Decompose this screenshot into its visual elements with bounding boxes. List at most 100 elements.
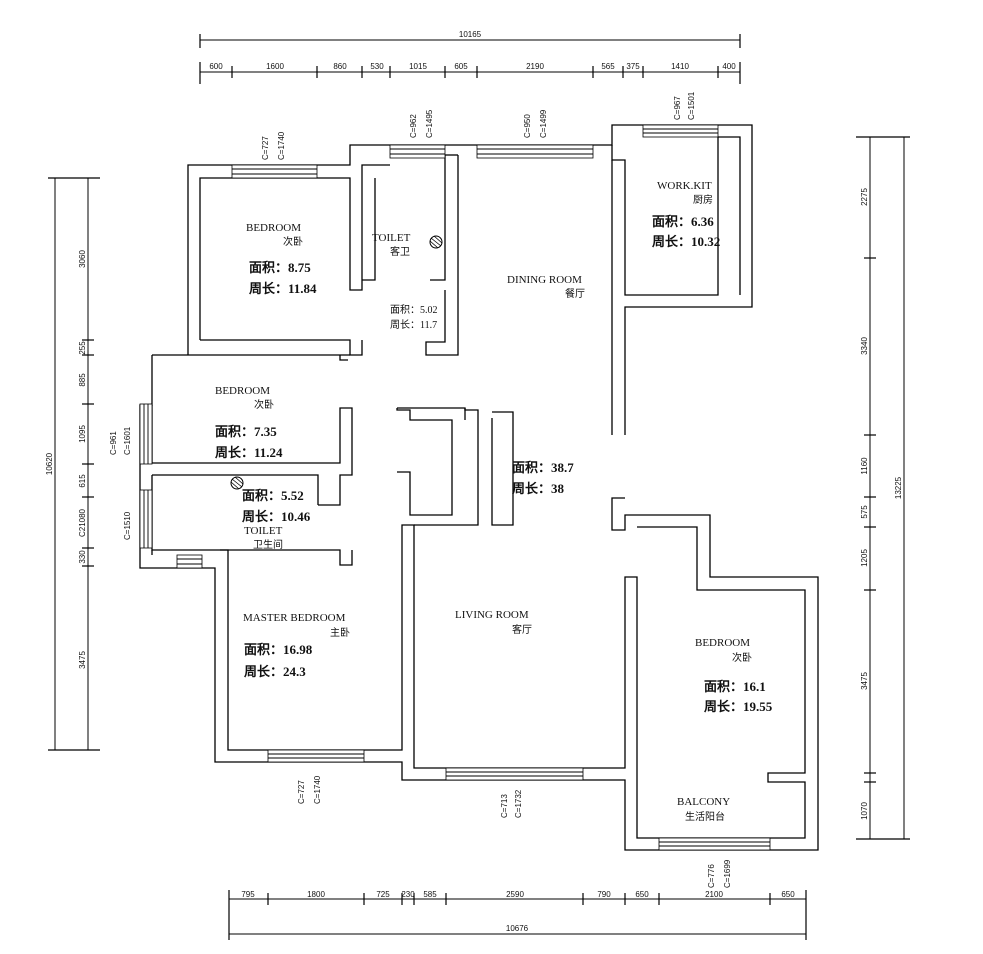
room-area: 面积：7.35 (215, 424, 277, 439)
window-sill-label: C=961 (109, 431, 118, 455)
bottom-seg-label: 650 (635, 890, 649, 899)
room-name-cn: 卫生间 (253, 538, 283, 551)
window-master (267, 749, 365, 763)
room-name-cn: 次卧 (283, 235, 303, 248)
bottom-seg-label: 725 (376, 890, 390, 899)
top-seg-label: 375 (626, 62, 640, 71)
room-bedroom-se: BEDROOM 次卧 面积：16.1 周长：19.55 (695, 637, 773, 714)
window-sill-label: C=776 (707, 864, 716, 888)
top-seg-label: 600 (209, 62, 223, 71)
left-seg-label: 615 (78, 474, 87, 488)
bottom-seg-label: 2590 (506, 890, 524, 899)
room-perimeter: 周长：24.3 (244, 664, 306, 679)
top-seg-label: 1600 (266, 62, 284, 71)
right-seg-label: 575 (860, 505, 869, 519)
window-height-label: C=1501 (687, 91, 696, 120)
bottom-total-label: 10676 (506, 924, 529, 933)
window-sill-label: C=727 (261, 136, 270, 160)
room-name-cn: 客卫 (390, 245, 410, 258)
right-seg-label: 2275 (860, 188, 869, 206)
window-toilet-w (139, 489, 153, 549)
window-height-label: C=1495 (425, 109, 434, 138)
top-seg-label: 605 (454, 62, 468, 71)
bottom-dimension-chain: 795 1800 725 230 585 2590 790 650 2100 6… (228, 890, 807, 940)
room-kitchen: WORK.KIT 厨房 面积：6.36 周长：10.32 (652, 180, 720, 249)
top-seg-label: 400 (722, 62, 736, 71)
window-height-label: C=1601 (123, 426, 132, 455)
room-toilet-w: 面积：5.52 周长：10.46 TOILET 卫生间 (242, 488, 311, 551)
window-annotations: C=727 C=1740 C=962 C=1495 C=950 C=1499 C… (109, 91, 732, 888)
window-balcony (658, 837, 771, 851)
window-height-label: C=1510 (123, 511, 132, 540)
room-name: TOILET (244, 525, 283, 537)
room-area: 面积：16.1 (704, 679, 766, 694)
room-living-stats: 面积：38.7 周长：38 (512, 460, 574, 496)
room-area: 面积：5.02 (390, 304, 438, 316)
top-seg-label: 1410 (671, 62, 689, 71)
room-name-cn: 次卧 (732, 651, 752, 664)
room-name-cn: 主卧 (330, 626, 350, 639)
window-kitchen (642, 124, 719, 138)
right-seg-label: 1205 (860, 549, 869, 567)
bottom-seg-label: 585 (423, 890, 437, 899)
top-total-label: 10165 (459, 30, 482, 39)
room-perimeter: 周长：11.24 (215, 445, 283, 460)
room-perimeter: 周长：11.84 (249, 281, 317, 296)
room-name: BALCONY (677, 796, 730, 808)
floor-drain-icon (230, 476, 244, 490)
room-area: 面积：6.36 (652, 214, 714, 229)
right-seg-label: 1070 (860, 802, 869, 820)
left-seg-label: 330 (78, 550, 87, 564)
room-balcony: BALCONY 生活阳台 (677, 796, 730, 823)
top-seg-label: 1015 (409, 62, 427, 71)
right-dimension-chain: 2275 3340 1160 575 1205 3475 1070 13225 (856, 136, 910, 840)
room-name: BEDROOM (246, 222, 301, 234)
room-living: LIVING ROOM 客厅 (455, 609, 532, 636)
room-master-bedroom: MASTER BEDROOM 主卧 面积：16.98 周长：24.3 (243, 612, 350, 679)
window-sill-label: C=962 (409, 114, 418, 138)
window-sill-label: C=727 (297, 780, 306, 804)
floor-drain-icon (429, 235, 443, 249)
window-bedroom-w (139, 403, 153, 465)
left-seg-label: 3475 (78, 651, 87, 669)
bottom-seg-label: 230 (401, 890, 415, 899)
room-area: 面积：8.75 (249, 260, 311, 275)
window-dining (476, 144, 594, 159)
bottom-seg-label: 1800 (307, 890, 325, 899)
left-seg-label: 255 (78, 341, 87, 355)
window-height-label: C=1740 (313, 775, 322, 804)
left-seg-label: C21080 (78, 508, 87, 537)
top-seg-label: 565 (601, 62, 615, 71)
windows (139, 124, 771, 851)
right-total-label: 13225 (894, 476, 903, 499)
room-bedroom-nw: BEDROOM 次卧 面积：8.75 周长：11.84 (246, 222, 317, 296)
bottom-seg-label: 2100 (705, 890, 723, 899)
top-seg-label: 860 (333, 62, 347, 71)
room-perimeter: 周长：38 (512, 481, 565, 496)
room-name: BEDROOM (695, 637, 750, 649)
left-total-label: 10620 (45, 452, 54, 475)
room-perimeter: 周长：19.55 (704, 699, 773, 714)
room-name: WORK.KIT (657, 180, 712, 192)
vent-toilet-w (176, 554, 203, 569)
room-name-cn: 厨房 (693, 193, 713, 206)
window-height-label: C=1699 (723, 859, 732, 888)
room-name: DINING ROOM (507, 274, 582, 286)
room-name: TOILET (372, 232, 411, 244)
room-name: MASTER BEDROOM (243, 612, 346, 624)
window-sill-label: C=950 (523, 114, 532, 138)
right-seg-label: 1160 (860, 457, 869, 475)
room-bedroom-w: BEDROOM 次卧 面积：7.35 周长：11.24 (215, 385, 283, 460)
room-name-cn: 客厅 (512, 623, 532, 636)
room-name: LIVING ROOM (455, 609, 529, 621)
window-height-label: C=1499 (539, 109, 548, 138)
top-seg-label: 2190 (526, 62, 544, 71)
room-perimeter: 周长：10.46 (242, 509, 311, 524)
window-sill-label: C=967 (673, 96, 682, 120)
left-dimension-chain: 10620 3060 255 885 1095 615 C21080 330 3… (45, 177, 100, 751)
window-living (445, 767, 584, 781)
left-seg-label: 885 (78, 373, 87, 387)
left-seg-label: 3060 (78, 250, 87, 268)
left-seg-label: 1095 (78, 425, 87, 443)
window-height-label: C=1740 (277, 131, 286, 160)
